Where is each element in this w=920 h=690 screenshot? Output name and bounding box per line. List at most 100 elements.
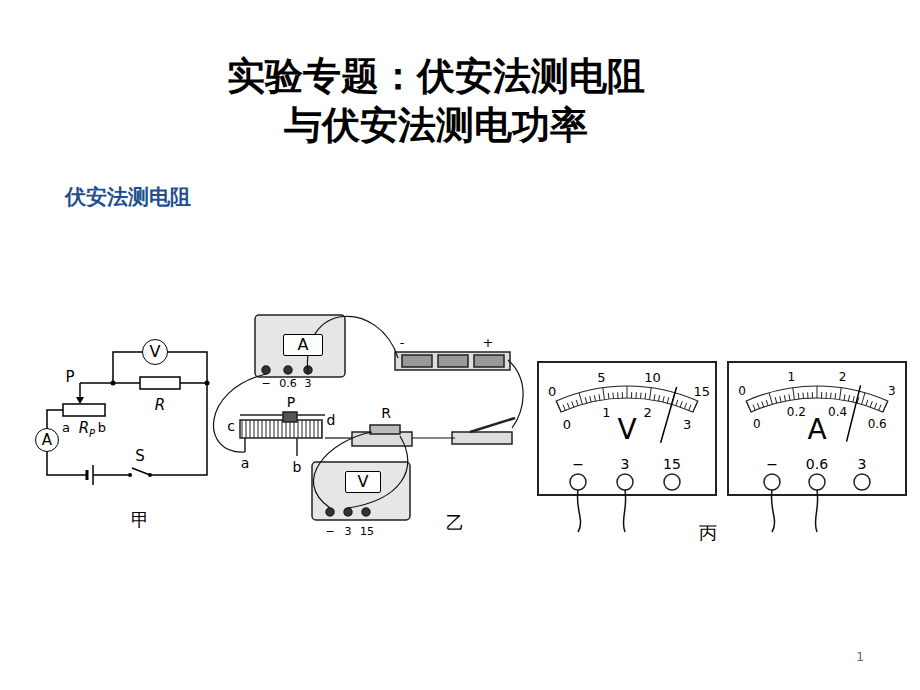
physical-circuit [240, 315, 515, 520]
scale-tick [650, 388, 652, 400]
wire [325, 437, 352, 438]
part-label: 0.2 [787, 407, 806, 420]
meter-needle [847, 385, 861, 441]
wire [47, 452, 87, 475]
scale-tick [567, 403, 569, 409]
battery-cell [438, 355, 468, 367]
part-label: P [65, 369, 74, 386]
part-label: − [766, 457, 778, 472]
junction-dot [111, 381, 116, 386]
scale-tick [848, 395, 849, 401]
terminal [809, 474, 825, 490]
switch-contact [148, 473, 152, 477]
scale-tick [603, 388, 605, 400]
scale-tick [685, 403, 687, 409]
rheostat-leg [244, 438, 246, 452]
battery-plate [86, 470, 89, 480]
part-label: V [617, 415, 636, 446]
switch-base [452, 432, 512, 444]
part-label: c [227, 419, 235, 434]
part-label: 0.6 [279, 378, 297, 390]
part-label: a [62, 421, 70, 435]
scale-tick [879, 405, 881, 411]
part-label: 0.4 [828, 407, 847, 420]
rheostat-coil [240, 420, 322, 438]
part-label: P [287, 395, 295, 410]
scale-tick [870, 401, 872, 407]
meter-symbol: V [142, 339, 168, 365]
scale-tick [640, 393, 642, 399]
ammeter-case [728, 362, 906, 495]
part-label: P [89, 428, 95, 439]
wire [150, 383, 207, 475]
scale-tick [840, 388, 842, 400]
wire [113, 352, 142, 383]
section-heading: 伏安法测电阻 [65, 186, 191, 209]
rheostat-slider [283, 412, 297, 422]
part-label: − [325, 526, 334, 538]
scale-tick [663, 396, 664, 402]
part-label: 1 [788, 371, 796, 384]
meter-symbol: A [35, 428, 59, 452]
scale-tick [821, 392, 822, 398]
part-label: 乙 [446, 513, 464, 533]
scale-tick [746, 401, 751, 412]
scale-tick [798, 393, 800, 399]
part-label: R [381, 406, 391, 421]
scale-tick [802, 393, 804, 399]
part-label: 3 [858, 457, 867, 472]
wires [214, 316, 524, 508]
switch-contact [128, 473, 132, 477]
terminal [326, 508, 334, 516]
scale-tick [812, 392, 813, 398]
part-label: 0 [548, 385, 556, 399]
scale-tick [617, 392, 618, 398]
part-label: 丙 [699, 523, 717, 543]
meter-letter: A [42, 433, 52, 448]
wire [623, 490, 625, 532]
part-label: 0 [563, 418, 571, 432]
scale-tick [766, 400, 768, 406]
scale-tick [590, 396, 591, 402]
wire [80, 382, 140, 384]
resistor-symbol [140, 377, 180, 389]
scale-tick [753, 405, 755, 411]
scale-tick [830, 393, 832, 399]
scale-tick [817, 386, 818, 398]
terminal [362, 508, 370, 516]
resistor [370, 425, 400, 434]
junction-dot [205, 381, 210, 386]
terminal [764, 474, 780, 490]
terminal [570, 474, 586, 490]
scale-tick [866, 400, 868, 406]
scale-tick [807, 392, 808, 398]
part-label: 3 [345, 526, 352, 538]
scale-tick [775, 397, 776, 403]
scale-tick [769, 393, 772, 405]
voltmeter-body [312, 462, 410, 520]
scale-tick [762, 401, 764, 407]
scale-tick [612, 393, 614, 399]
part-label: S [135, 448, 145, 465]
scale-tick [645, 393, 647, 399]
part-label: 0.6 [868, 418, 887, 431]
part-label: 2 [643, 406, 651, 420]
scale-tick [862, 393, 865, 405]
meter-letter: V [150, 344, 161, 360]
scale-tick [556, 401, 561, 412]
scale-tick [576, 400, 578, 406]
part-label: 0.6 [806, 457, 828, 472]
meter-window: V [345, 471, 381, 493]
part-label: b [98, 421, 106, 435]
part-label: 3 [305, 378, 312, 390]
battery-cell [402, 355, 432, 367]
part-label: 3 [683, 418, 691, 432]
ammeter-body [255, 315, 345, 377]
part-label: b [293, 460, 302, 475]
wire [412, 437, 455, 438]
part-label: 15 [663, 457, 681, 472]
page-number: 1 [856, 651, 864, 664]
part-label: - [400, 336, 405, 350]
part-label: − [572, 457, 584, 472]
terminal [664, 474, 680, 490]
